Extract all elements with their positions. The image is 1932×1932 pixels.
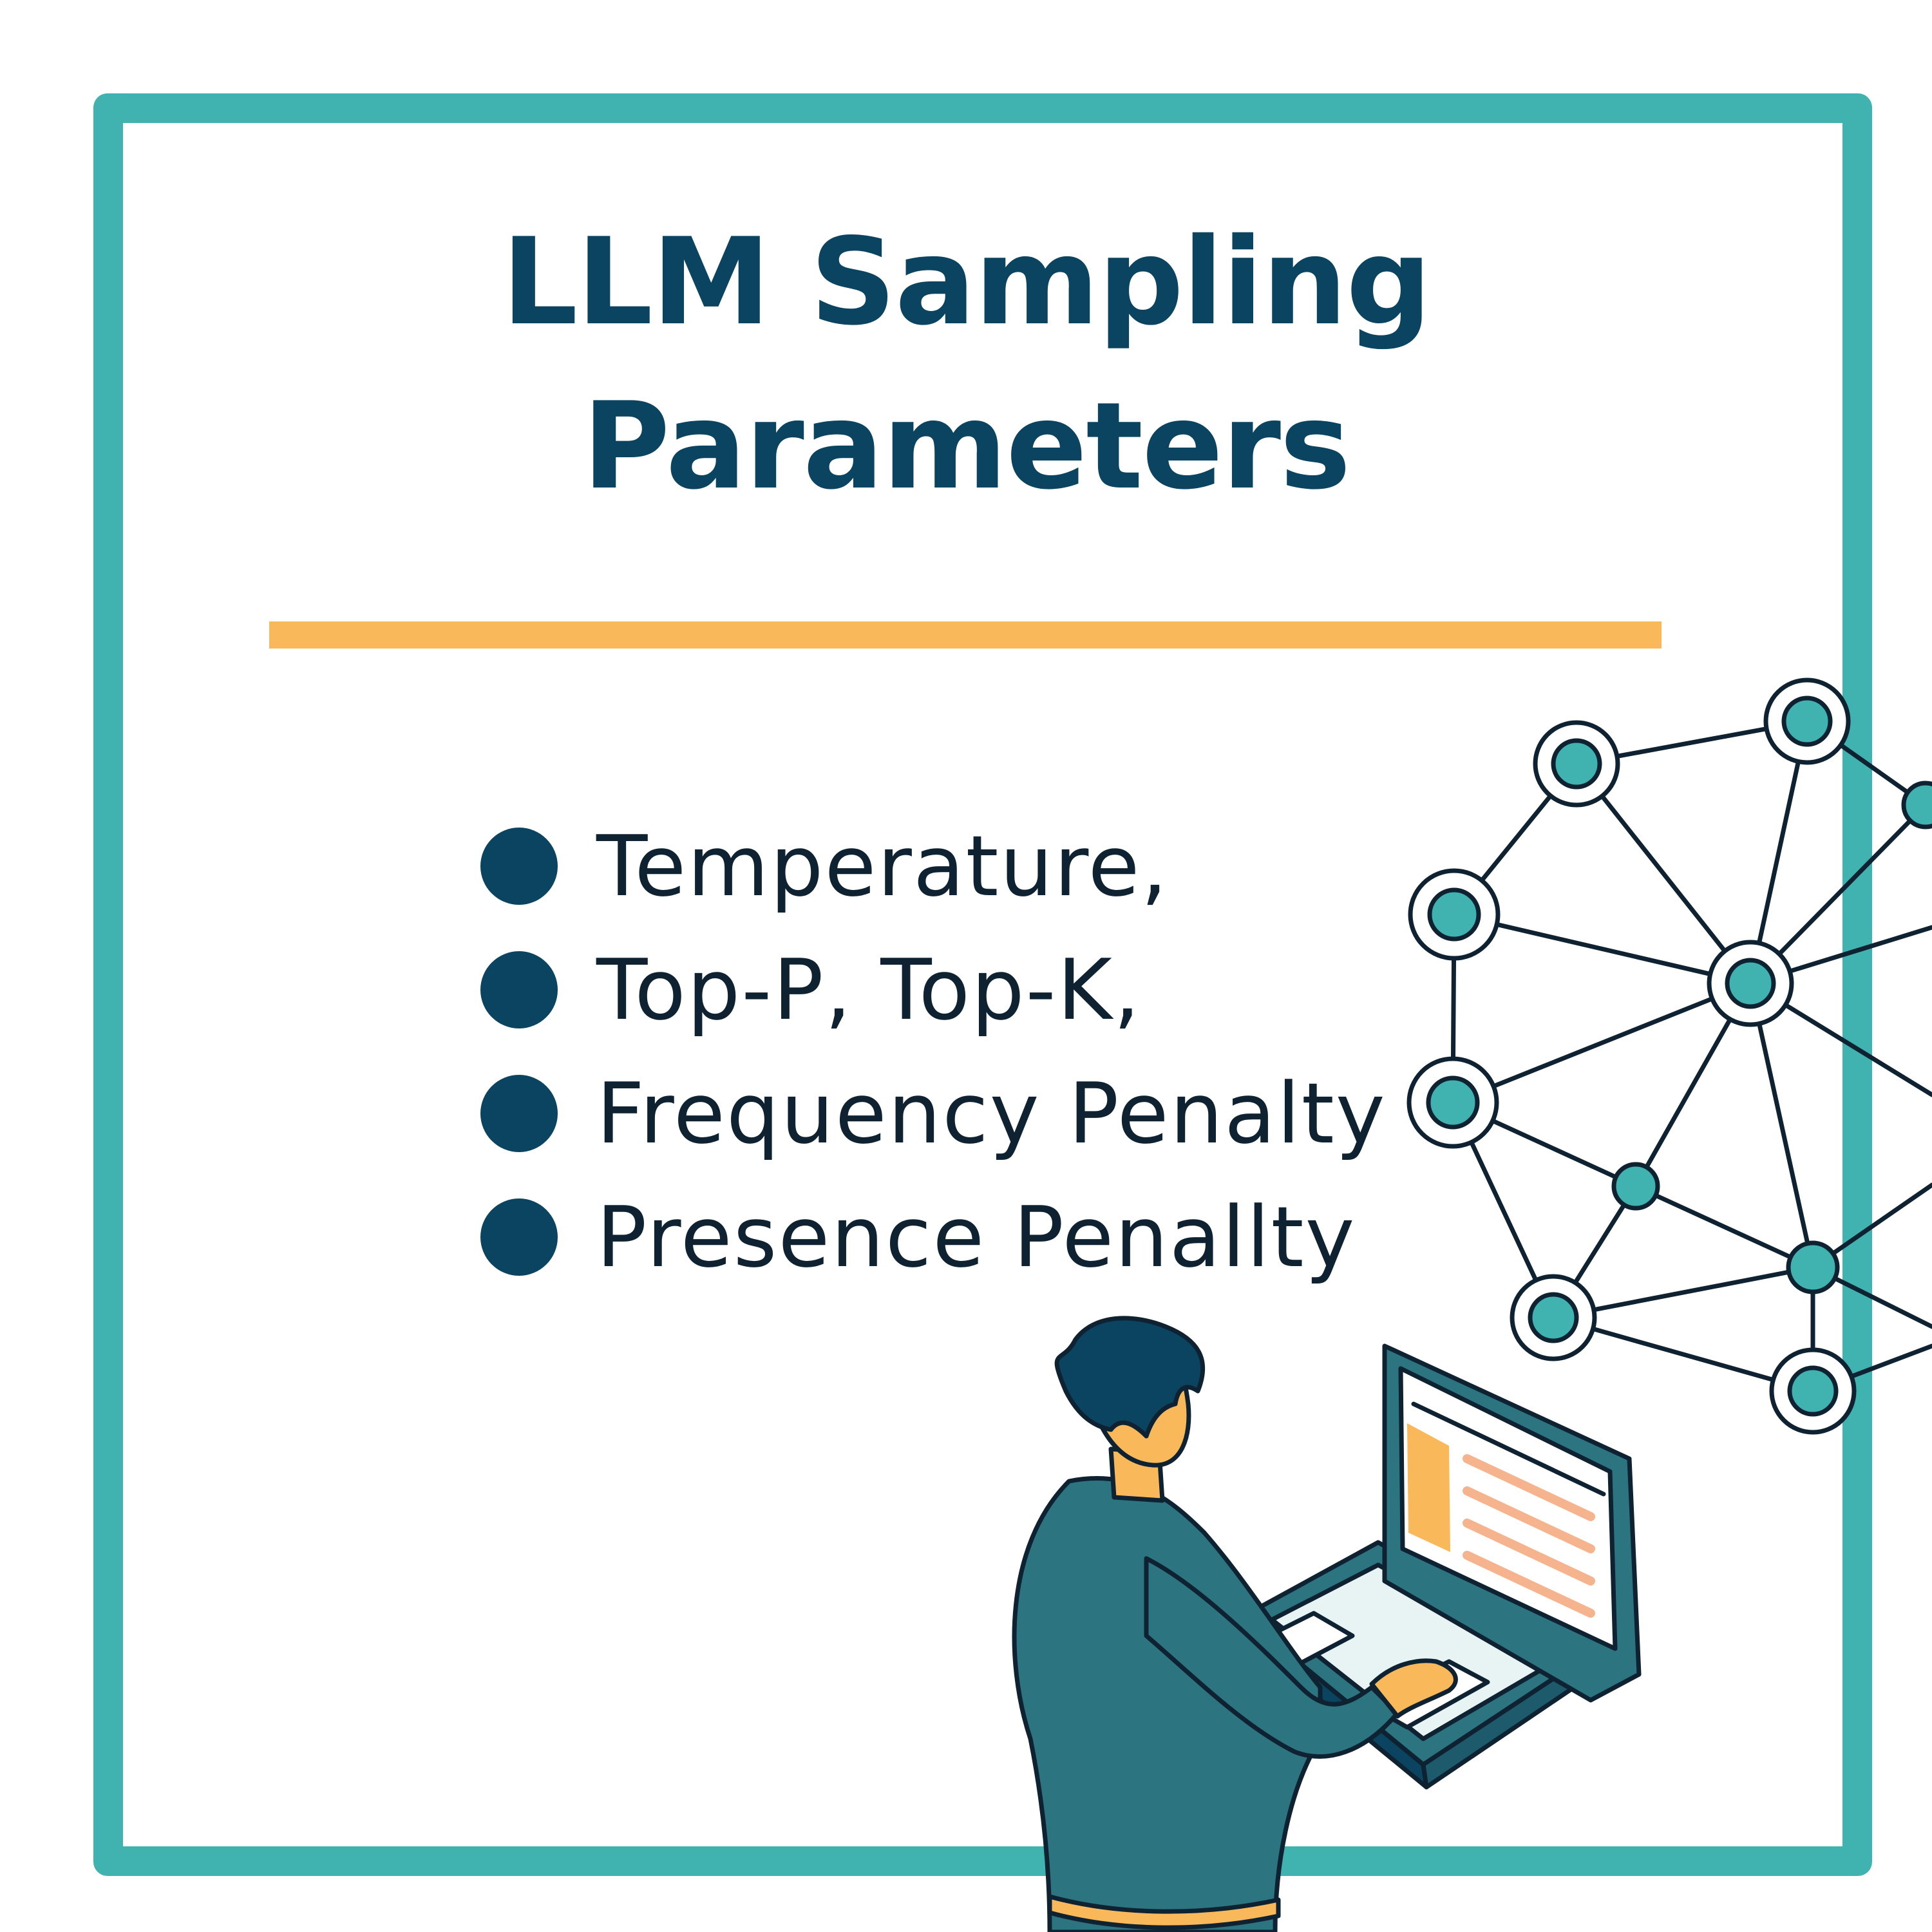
list-item: Top-P, Top-K, — [480, 948, 1141, 1032]
title-line-1: LLM Sampling — [501, 212, 1432, 352]
bullet-label: Temperature, — [596, 817, 1169, 915]
bullet-icon — [480, 1075, 558, 1152]
bullet-icon — [480, 828, 558, 905]
title-line-2: Parameters — [582, 376, 1351, 516]
list-item: Temperature, — [480, 824, 1169, 908]
list-item: Presence Penallty — [480, 1195, 1356, 1279]
bullet-icon — [480, 1198, 558, 1276]
bullet-label: Frequency Penalty — [596, 1065, 1387, 1162]
bullet-icon — [480, 951, 558, 1028]
poster-frame — [93, 93, 1872, 1876]
bullet-label: Top-P, Top-K, — [596, 941, 1142, 1039]
list-item: Frequency Penalty — [480, 1072, 1387, 1155]
bullet-label: Presence Penallty — [596, 1188, 1356, 1286]
title-divider — [269, 621, 1662, 649]
